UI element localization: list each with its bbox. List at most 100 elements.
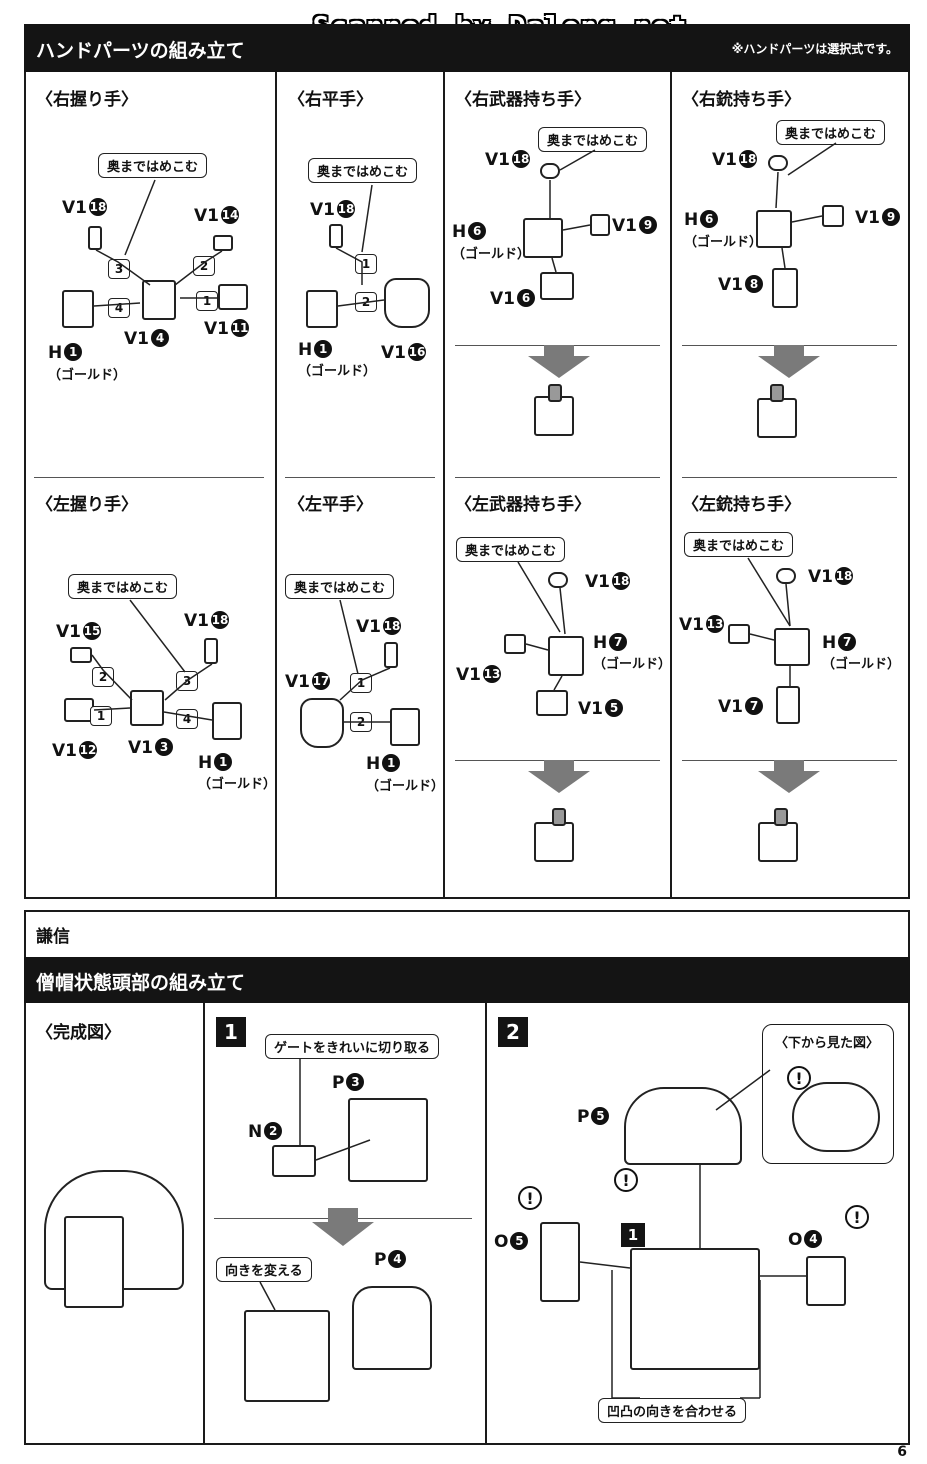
- panel-title-left-grip: 〈左握り手〉: [36, 495, 138, 515]
- callout-change-orientation: 向きを変える: [216, 1257, 312, 1282]
- inner-step-marker: 1: [621, 1223, 645, 1247]
- part-flat-hand: [300, 698, 344, 748]
- part-palm: [548, 636, 584, 676]
- gold-note: （ゴールド）: [48, 368, 127, 383]
- step-marker: 1: [90, 706, 112, 726]
- divider: [443, 72, 445, 899]
- part-o4: [806, 1256, 846, 1306]
- step-marker: 4: [108, 298, 130, 318]
- part-joint: [204, 638, 218, 664]
- part-head-assembly: [630, 1248, 760, 1370]
- complete-head-face: [64, 1216, 124, 1308]
- part-joint: [776, 568, 796, 584]
- part-fingers: [536, 690, 568, 716]
- part-assembled-joint: [774, 808, 788, 826]
- gold-note: （ゴールド）: [366, 779, 445, 794]
- part-bottom-view: [792, 1082, 880, 1152]
- divider: [34, 477, 264, 478]
- callout-insert-fully: 奥まではめこむ: [68, 574, 178, 599]
- gold-note: （ゴールド）: [684, 235, 763, 250]
- complete-view-title: 〈完成図〉: [36, 1023, 121, 1043]
- panel-title-left-flat: 〈左平手〉: [288, 495, 373, 515]
- part-palm: [130, 690, 164, 726]
- step-marker: 3: [176, 671, 198, 691]
- divider: [670, 72, 672, 899]
- divider: [203, 1003, 205, 1445]
- panel-title-right-flat: 〈右平手〉: [288, 90, 373, 110]
- part-joint: [88, 226, 102, 250]
- part-o5: [540, 1222, 580, 1302]
- callout-insert-fully: 奥まではめこむ: [538, 127, 648, 152]
- step-marker: 1: [350, 673, 372, 693]
- callout-align-bumps: 凹凸の向きを合わせる: [598, 1398, 747, 1423]
- part-head-front: [244, 1310, 330, 1402]
- panel-title-right-weapon: 〈右武器持ち手〉: [455, 90, 591, 110]
- gold-note: （ゴールド）: [452, 247, 531, 262]
- step-marker: 1: [355, 254, 377, 274]
- part-joint: [384, 642, 398, 668]
- divider: [682, 760, 897, 761]
- part-p5: [624, 1087, 742, 1165]
- part-thumb: [504, 634, 526, 654]
- part-n2: [272, 1145, 316, 1177]
- callout-insert-fully: 奥まではめこむ: [98, 153, 208, 178]
- part-trigger-finger: [772, 268, 798, 308]
- divider: [455, 477, 660, 478]
- part-palm: [523, 218, 563, 258]
- part-thumb: [728, 624, 750, 644]
- part-p4: [352, 1286, 432, 1370]
- gold-note: （ゴールド）: [198, 777, 277, 792]
- callout-cut-gates: ゲートをきれいに切り取る: [265, 1034, 440, 1059]
- divider: [214, 1218, 472, 1219]
- section-title: 僧帽状態頭部の組み立て: [36, 972, 246, 994]
- section-title: ハンドパーツの組み立て: [36, 40, 245, 62]
- callout-insert-fully: 奥まではめこむ: [684, 532, 794, 557]
- callout-insert-fully: 奥まではめこむ: [285, 574, 395, 599]
- head-assembly-header: 僧帽状態頭部の組み立て: [24, 957, 910, 1003]
- part-hand-cover: [62, 290, 94, 328]
- part-assembled-joint: [770, 384, 784, 402]
- caution-icon: !: [845, 1205, 869, 1229]
- part-assembled-joint: [552, 808, 566, 826]
- part-assembled-hand: [534, 396, 574, 436]
- part-trigger-finger: [776, 686, 800, 724]
- part-joint: [768, 155, 788, 171]
- part-fingers: [64, 698, 94, 722]
- part-flat-hand: [384, 278, 430, 328]
- divider: [682, 345, 897, 346]
- part-fingers: [540, 272, 574, 300]
- part-fingers: [218, 284, 248, 310]
- panel-title-right-gun: 〈右銃持ち手〉: [682, 90, 801, 110]
- part-joint: [548, 572, 568, 588]
- step-marker: 3: [108, 259, 130, 279]
- part-joint: [329, 224, 343, 248]
- divider: [682, 477, 897, 478]
- selection-note: ※ハンドパーツは選択式です。: [731, 42, 898, 56]
- callout-insert-fully: 奥まではめこむ: [308, 158, 418, 183]
